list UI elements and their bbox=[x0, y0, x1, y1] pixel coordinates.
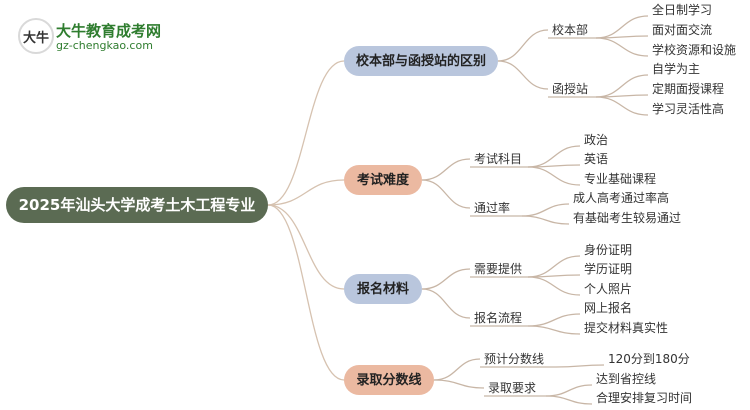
group-label: 预计分数线 bbox=[484, 352, 545, 366]
group-label: 需要提供 bbox=[474, 262, 523, 276]
leaf-item: 达到省控线 bbox=[596, 372, 657, 386]
leaf-item: 成人高考通过率高 bbox=[573, 191, 670, 205]
root-to-branch-connector bbox=[267, 204, 345, 290]
leaf-item: 专业基础课程 bbox=[584, 172, 657, 186]
leaf-item: 提交材料真实性 bbox=[584, 321, 669, 335]
logo-url: gz-chengkao.com bbox=[56, 39, 153, 52]
branch-to-group-connector bbox=[497, 29, 549, 62]
group-to-leaf-connector bbox=[555, 364, 605, 368]
branch-node-exam-difficulty: 考试难度 bbox=[344, 165, 422, 195]
group-label: 报名流程 bbox=[474, 311, 523, 325]
leaf-item: 英语 bbox=[584, 152, 609, 166]
group-label: 考试科目 bbox=[474, 152, 523, 166]
root-to-branch-connector bbox=[267, 60, 345, 206]
leaf-item: 定期面授课程 bbox=[652, 82, 725, 96]
leaf-item: 政治 bbox=[584, 133, 609, 147]
leaf-item: 学校资源和设施 bbox=[652, 43, 737, 57]
branch-node-application-materials: 报名材料 bbox=[344, 274, 422, 304]
leaf-item: 面对面交流 bbox=[652, 23, 713, 37]
group-label: 校本部 bbox=[552, 23, 589, 37]
group-to-leaf-connector bbox=[527, 255, 581, 278]
branch-to-group-connector bbox=[421, 158, 471, 181]
group-to-leaf-connector bbox=[527, 325, 581, 335]
branch-to-group-connector bbox=[421, 268, 471, 290]
leaf-item: 身份证明 bbox=[584, 243, 633, 257]
branch-node-admission-score: 录取分数线 bbox=[344, 365, 434, 395]
leaf-item: 学历证明 bbox=[584, 262, 633, 276]
branch-node-difference: 校本部与函授站的区别 bbox=[344, 46, 498, 76]
leaf-item: 个人照片 bbox=[584, 282, 633, 296]
group-to-leaf-connector bbox=[595, 15, 649, 39]
group-to-leaf-connector bbox=[527, 166, 581, 186]
branch-to-group-connector bbox=[433, 379, 485, 389]
group-to-leaf-connector bbox=[595, 37, 649, 57]
root-to-branch-connector bbox=[267, 179, 345, 206]
branch-to-group-connector bbox=[497, 60, 549, 90]
group-to-leaf-connector bbox=[527, 145, 581, 168]
logo-title: 大牛教育成考网 bbox=[56, 22, 162, 40]
group-to-leaf-connector bbox=[521, 203, 570, 217]
site-logo[interactable]: 大牛 大牛教育成考网 gz-chengkao.com bbox=[18, 14, 178, 58]
leaf-item: 自学为主 bbox=[652, 62, 701, 76]
leaf-item: 有基础考生较易通过 bbox=[573, 211, 682, 225]
group-label: 通过率 bbox=[474, 201, 511, 215]
group-to-leaf-connector bbox=[595, 96, 649, 116]
root-to-branch-connector bbox=[267, 204, 345, 381]
branch-to-group-connector bbox=[421, 179, 471, 209]
root-node: 2025年汕头大学成考土木工程专业 bbox=[6, 187, 268, 223]
group-to-leaf-connector bbox=[527, 276, 581, 296]
group-label: 函授站 bbox=[552, 82, 589, 96]
leaf-item: 合理安排复习时间 bbox=[596, 391, 693, 405]
leaf-item: 学习灵活性高 bbox=[652, 102, 725, 116]
leaf-item: 120分到180分 bbox=[608, 352, 690, 366]
leaf-item: 全日制学习 bbox=[652, 3, 713, 17]
branch-to-group-connector bbox=[421, 288, 471, 319]
group-to-leaf-connector bbox=[595, 74, 649, 98]
group-to-leaf-connector bbox=[527, 313, 581, 327]
logo-mark-icon: 大牛 bbox=[18, 18, 54, 54]
group-to-leaf-connector bbox=[545, 395, 593, 405]
group-label: 录取要求 bbox=[488, 381, 537, 395]
branch-to-group-connector bbox=[433, 358, 481, 381]
leaf-item: 网上报名 bbox=[584, 301, 633, 315]
group-to-leaf-connector bbox=[545, 384, 593, 397]
group-to-leaf-connector bbox=[521, 215, 570, 225]
